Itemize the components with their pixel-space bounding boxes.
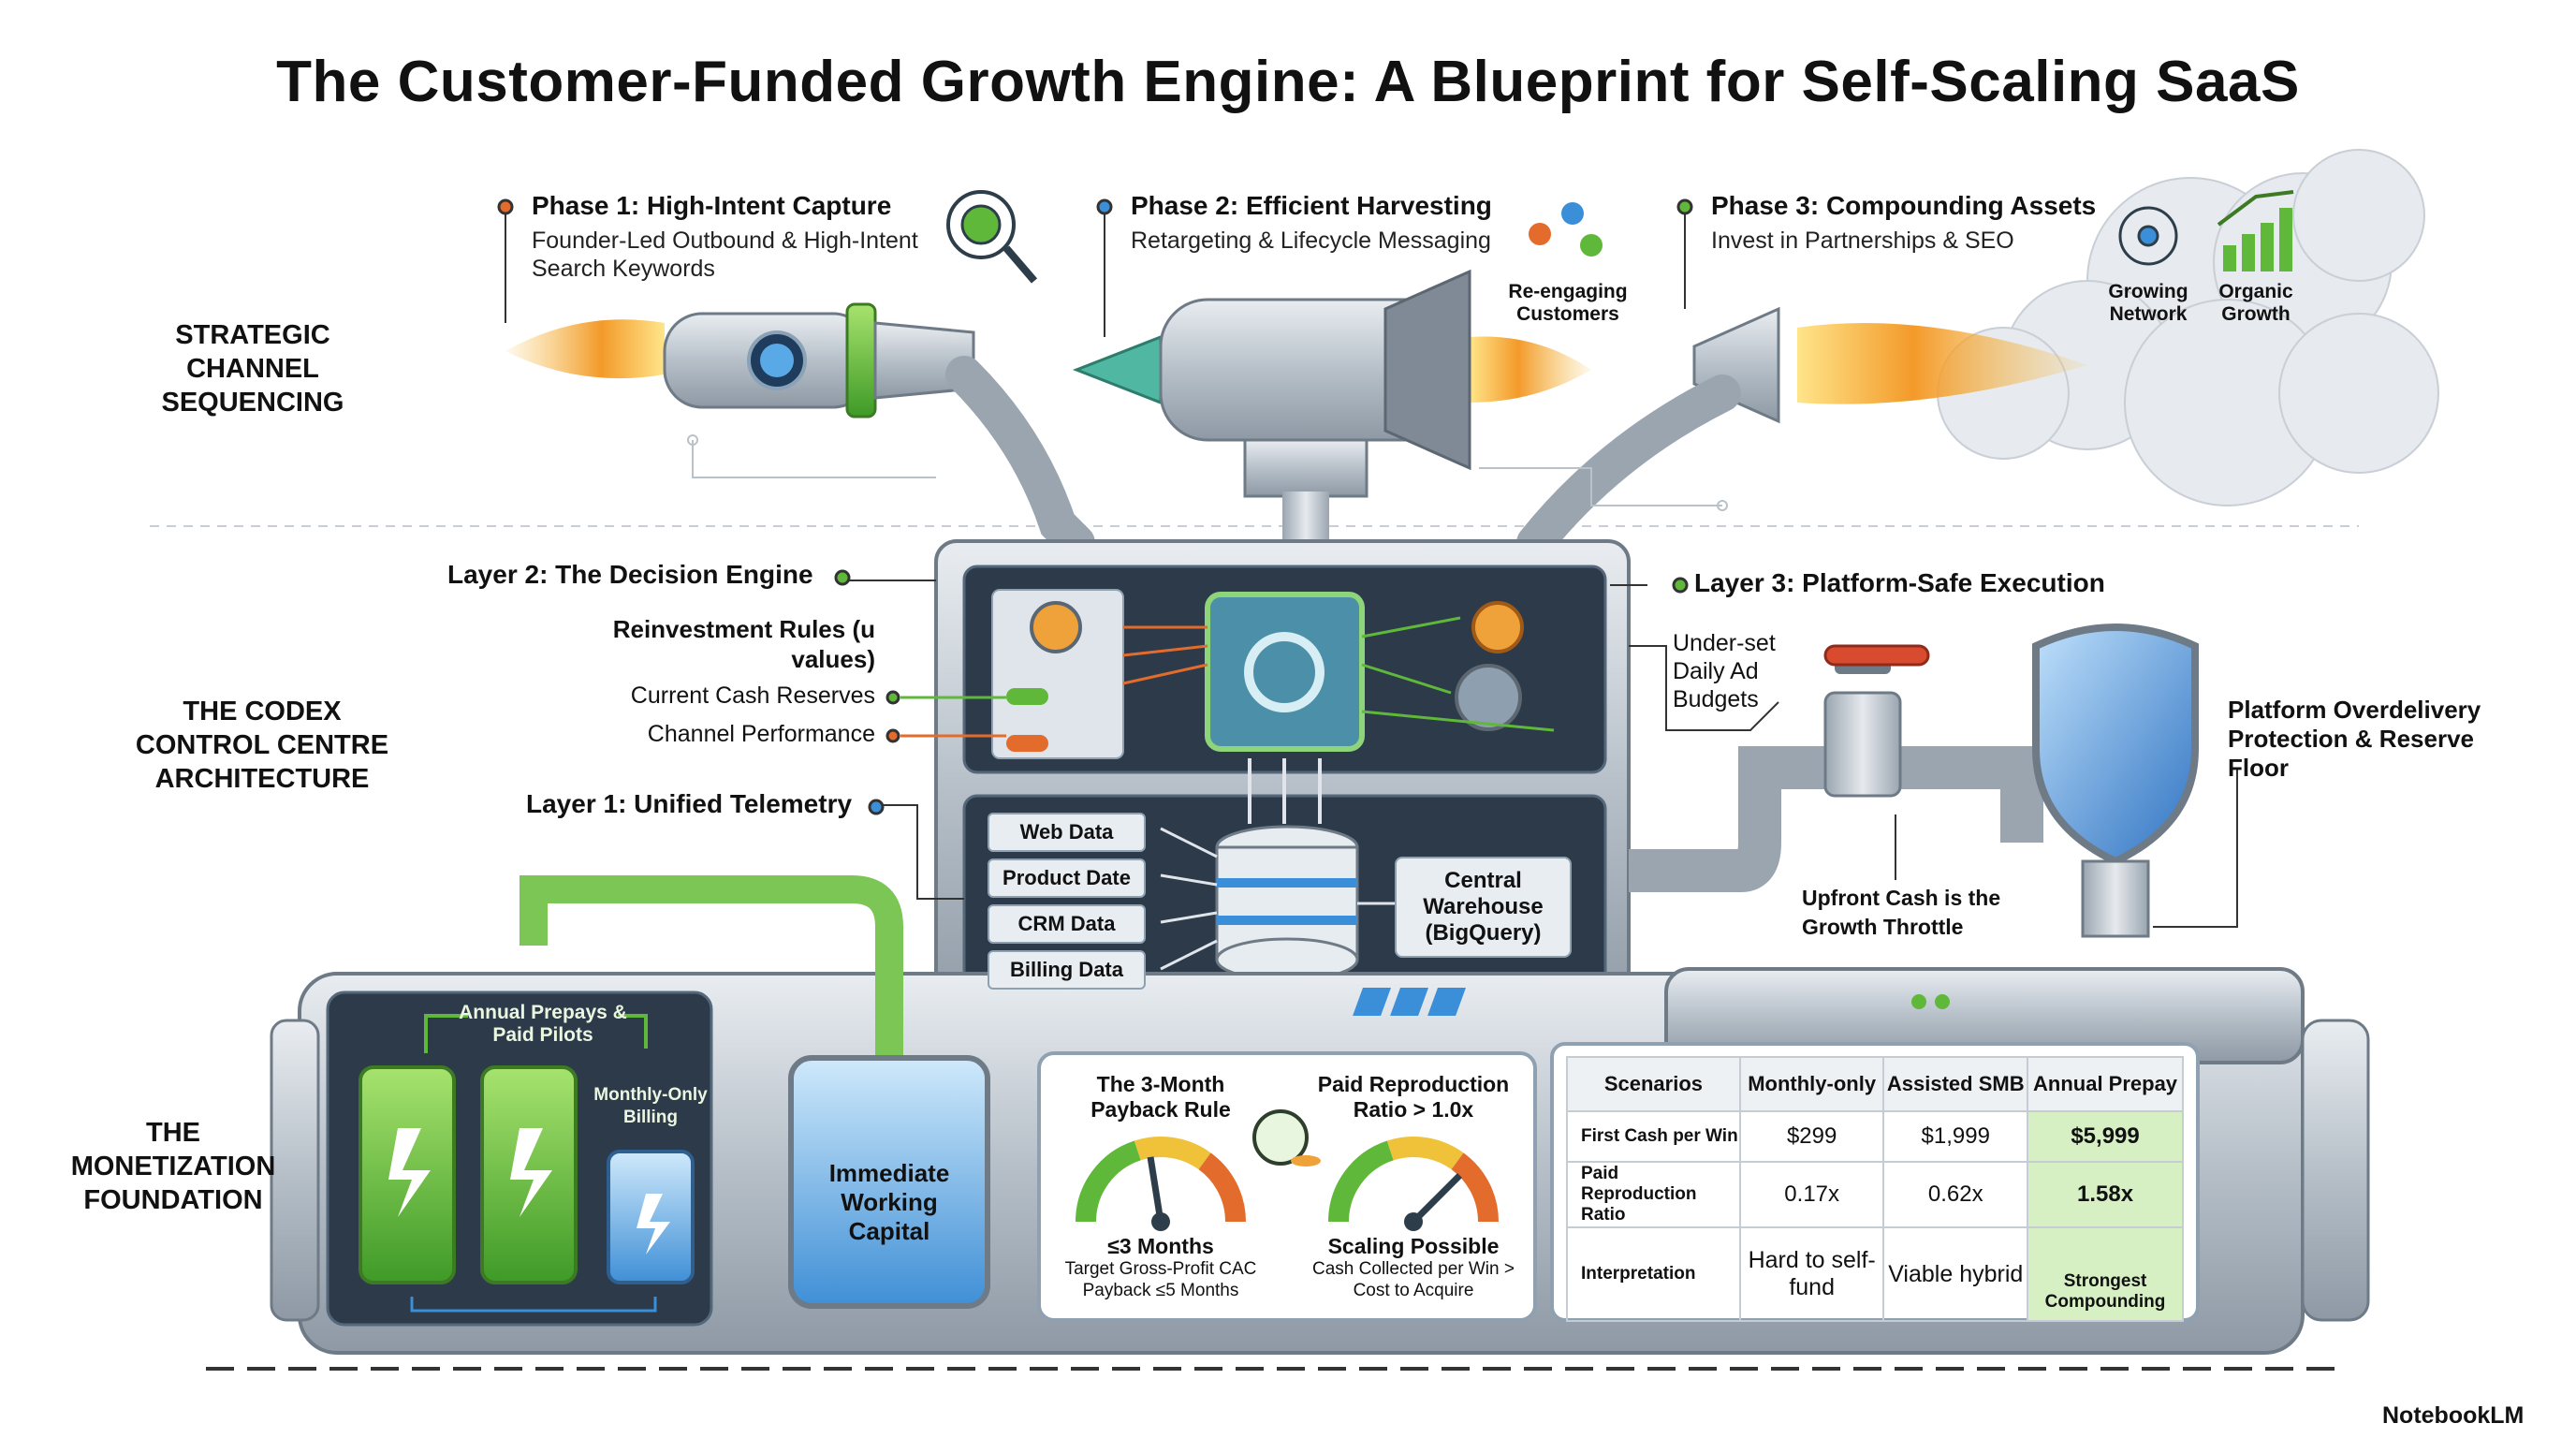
source-billing-data: Billing Data: [988, 950, 1146, 990]
network-icon: [2118, 206, 2178, 266]
monthly-billing-label: Monthly-Only Billing: [593, 1085, 708, 1127]
input-cash-reserves: Current Cash Reserves: [630, 682, 875, 709]
gauge-2-sub: Cash Collected per Win > Cost to Acquire: [1312, 1259, 1515, 1300]
growth-throttle: Upfront Cash is the Growth Throttle: [1802, 886, 2001, 939]
gauge-arc: [1328, 1140, 1395, 1223]
source-product-date: Product Date: [988, 858, 1146, 898]
source-crm-data: CRM Data: [988, 904, 1146, 944]
th-monthly: Monthly-only: [1738, 1056, 1885, 1112]
valve-handle: [1823, 644, 1930, 667]
gauge-arc: [1076, 1140, 1142, 1223]
table-row: Interpretation Hard to self-fund Viable …: [1566, 1226, 2184, 1322]
flame-1: [505, 319, 665, 379]
row-label: First Cash per Win: [1566, 1110, 1741, 1163]
phase-1-subtitle-1: Founder-Led Outbound & High-Intent: [532, 227, 918, 254]
gauge-1-title: The 3-Month Payback Rule: [1090, 1072, 1231, 1122]
gauge-arc: [1386, 1137, 1464, 1170]
section-codex: THE CODEX CONTROL CENTRE ARCHITECTURE: [135, 697, 389, 794]
phase-3-title: Phase 3: Compounding Assets: [1711, 191, 2097, 220]
circuit-lines: [687, 434, 1728, 511]
organic-growth-label: Organic Growth: [2218, 281, 2293, 325]
growing-network-label: Growing Network: [2108, 281, 2188, 325]
overdelivery-protection: Platform Overdelivery Protection & Reser…: [2228, 696, 2481, 782]
green-pipe: [520, 875, 903, 1058]
reinvestment-rules: Reinvestment Rules (u values): [612, 615, 875, 673]
table-cell: $1,999: [1882, 1110, 2029, 1163]
table-cell: 0.62x: [1882, 1161, 2029, 1228]
page-title: The Customer-Funded Growth Engine: A Blu…: [276, 50, 2300, 114]
table-cell: $5,999: [2027, 1110, 2184, 1163]
pipe-1: [945, 356, 1095, 562]
jet-engine-2: [1072, 269, 1471, 498]
phase-3-subtitle: Invest in Partnerships & SEO: [1711, 227, 2014, 254]
table-row: First Cash per Win $299 $1,999 $5,999: [1566, 1110, 2184, 1163]
target-icon: [946, 190, 1038, 284]
gauge-1-sub: Target Gross-Profit CAC Payback ≤5 Month…: [1064, 1259, 1257, 1300]
source-web-data: Web Data: [988, 813, 1146, 852]
jet-engine-1: [663, 302, 975, 418]
gauge-2: [1328, 1137, 1499, 1231]
th-assisted: Assisted SMB: [1882, 1056, 2029, 1112]
row-label: Interpretation: [1566, 1226, 1741, 1322]
pipe-valve: [1629, 746, 2043, 892]
gauge-arc: [1198, 1152, 1246, 1223]
gauge-card: [1037, 1051, 1537, 1322]
table-header-row: Scenarios Monthly-only Assisted SMB Annu…: [1566, 1056, 2184, 1112]
smoke-cloud: [1937, 149, 2439, 506]
gauge-1: [1076, 1137, 1246, 1231]
gauge-hub: [1151, 1212, 1170, 1231]
table-cell: $299: [1738, 1110, 1885, 1163]
phase-1-subtitle-2: Search Keywords: [532, 256, 715, 282]
section-monetization: THE MONETIZATION FOUNDATION: [70, 1118, 276, 1215]
layer-2-title: Layer 2: The Decision Engine: [447, 560, 813, 589]
layer-3-title: Layer 3: Platform-Safe Execution: [1694, 568, 2105, 597]
pipe-3: [1516, 374, 1741, 562]
table-row: Paid Reproduction Ratio 0.17x 0.62x 1.58…: [1566, 1161, 2184, 1228]
gauge-needle: [1147, 1156, 1164, 1223]
leader-dots: [497, 198, 1693, 815]
flame-3: [1797, 323, 2087, 404]
layer-1-title: Layer 1: Unified Telemetry: [526, 789, 853, 818]
row-label: Paid Reproduction Ratio: [1566, 1161, 1741, 1228]
clock-icon: [1252, 1109, 1309, 1166]
th-scenarios: Scenarios: [1566, 1056, 1741, 1112]
central-warehouse: Central Warehouse (BigQuery): [1395, 857, 1572, 958]
gauge-1-value: ≤3 Months: [1107, 1234, 1214, 1258]
table-cell: 0.17x: [1738, 1161, 1885, 1228]
prepays-label: Annual Prepays & Paid Pilots: [459, 1002, 627, 1046]
phase-2-subtitle: Retargeting & Lifecycle Messaging: [1131, 227, 1491, 254]
phase-2-title: Phase 2: Efficient Harvesting: [1131, 191, 1492, 220]
database-icon: [1215, 825, 1359, 982]
gauge-2-value: Scaling Possible: [1327, 1234, 1500, 1258]
watermark: NotebookLM: [2382, 1402, 2525, 1429]
under-set-budgets: Under-set Daily Ad Budgets: [1673, 630, 1776, 712]
working-capital-label: Immediate Working Capital: [828, 1159, 950, 1245]
flame-2: [1470, 336, 1591, 403]
input-channel-performance: Channel Performance: [647, 721, 875, 747]
pipe-2: [1282, 492, 1329, 548]
table-cell: 1.58x: [2027, 1161, 2184, 1228]
people-icon: [1529, 202, 1603, 257]
phase-1-title: Phase 1: High-Intent Capture: [532, 191, 892, 220]
gauge-2-title: Paid Reproduction Ratio > 1.0x: [1317, 1072, 1510, 1122]
capital-tank: [788, 1055, 990, 1309]
gauge-arc: [1451, 1152, 1499, 1223]
section-strategic: STRATEGIC CHANNEL SEQUENCING: [161, 320, 344, 418]
shield-icon: [2032, 624, 2199, 866]
th-annual: Annual Prepay: [2027, 1056, 2184, 1112]
table-cell: Hard to self-fund: [1738, 1226, 1885, 1322]
scenario-table: Scenarios Monthly-only Assisted SMB Annu…: [1566, 1056, 2184, 1322]
reengaging-label: Re-engaging Customers: [1508, 281, 1628, 325]
valve: [1823, 691, 1902, 798]
gauge-hub: [1404, 1212, 1423, 1231]
gauge-needle: [1411, 1173, 1462, 1225]
table-cell: Viable hybrid: [1882, 1226, 2029, 1322]
table-cell: Strongest Compounding: [2027, 1226, 2184, 1322]
bar-chart-icon: [2217, 190, 2294, 271]
gauge-arc: [1134, 1137, 1211, 1170]
